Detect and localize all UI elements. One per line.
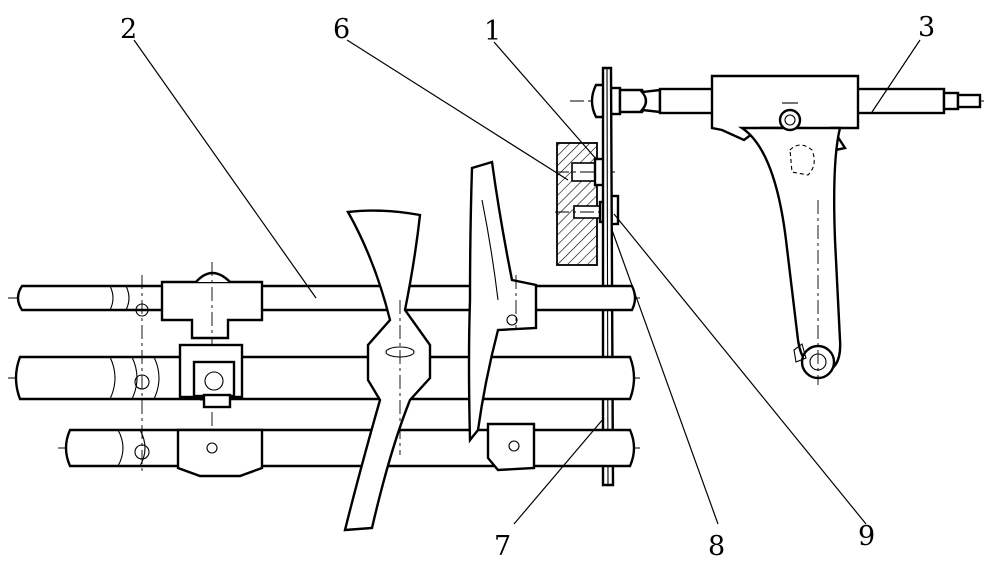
label-part-9: 9 bbox=[858, 521, 875, 552]
interlock-plate bbox=[603, 68, 613, 485]
shift-fork-right bbox=[469, 162, 536, 470]
label-part-3: 3 bbox=[918, 12, 935, 43]
shift-rails bbox=[8, 275, 640, 475]
label-part-1: 1 bbox=[484, 16, 501, 47]
label-part-2: 2 bbox=[120, 14, 137, 45]
label-part-8: 8 bbox=[708, 531, 725, 562]
label-part-6: 6 bbox=[333, 14, 350, 45]
label-part-7: 7 bbox=[494, 531, 511, 562]
upper-shaft-assembly bbox=[570, 76, 985, 385]
